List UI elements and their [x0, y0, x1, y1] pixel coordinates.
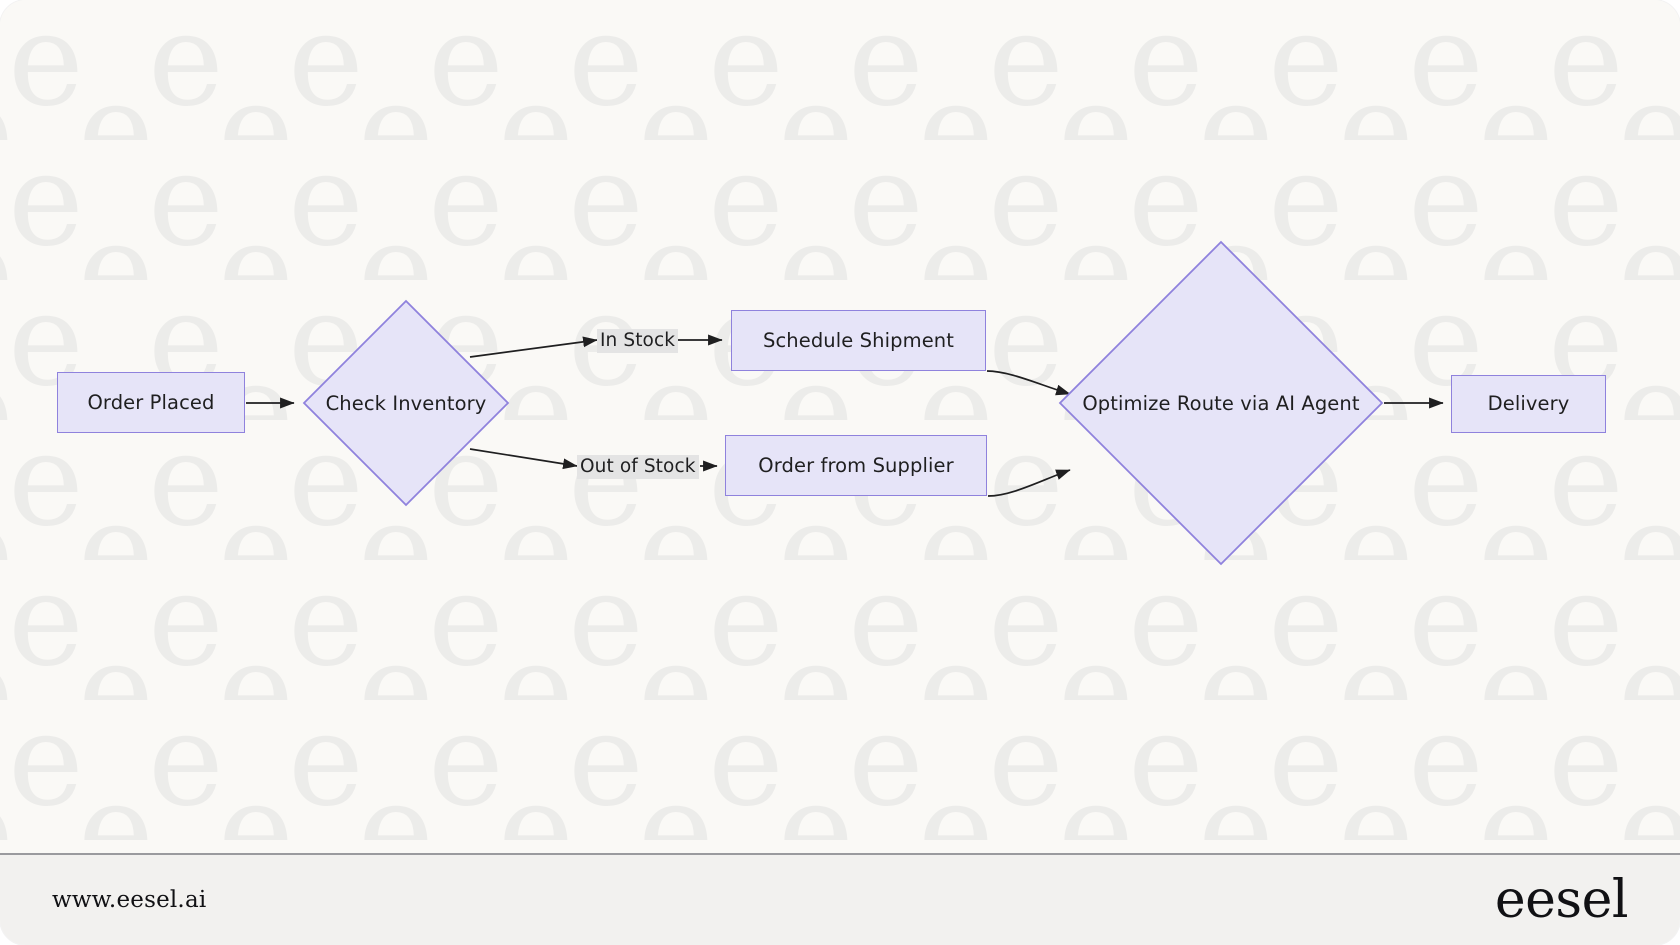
node-delivery-label: Delivery — [1487, 392, 1570, 416]
edge-label-out-of-stock[interactable]: Out of Stock — [577, 455, 699, 479]
edge-order-from-supplier-to-optimize — [987, 469, 1071, 497]
node-order-placed-label: Order Placed — [87, 390, 215, 414]
footer-bar: www.eesel.ai eesel — [0, 853, 1680, 945]
node-schedule-shipment[interactable]: Schedule Shipment — [731, 310, 986, 371]
diagram-canvas[interactable]: e e e — [0, 0, 1680, 853]
optimize-route-diamond-shape — [1058, 240, 1384, 566]
node-schedule-shipment-label: Schedule Shipment — [762, 328, 955, 352]
node-optimize-route-label: Optimize Route via AI Agent — [1082, 391, 1360, 415]
node-delivery[interactable]: Delivery — [1451, 375, 1606, 433]
node-check-inventory[interactable]: Check Inventory — [302, 299, 510, 507]
edge-layer — [246, 334, 1444, 497]
footer-website-url[interactable]: www.eesel.ai — [52, 887, 207, 913]
node-check-inventory-label: Check Inventory — [325, 391, 487, 415]
node-order-from-supplier-label: Order from Supplier — [758, 453, 954, 477]
check-inventory-diamond-shape — [302, 299, 510, 507]
node-optimize-route-via-ai-agent[interactable]: Optimize Route via AI Agent — [1058, 240, 1384, 566]
edge-schedule-shipment-to-optimize — [986, 370, 1071, 396]
node-order-placed[interactable]: Order Placed — [57, 372, 245, 433]
edge-label-in-stock[interactable]: In Stock — [597, 329, 679, 353]
edge-check-inventory-to-in-stock — [469, 336, 598, 358]
eesel-logo: eesel — [1494, 870, 1629, 930]
node-order-from-supplier[interactable]: Order from Supplier — [725, 435, 987, 496]
edge-check-inventory-to-out-of-stock — [469, 448, 578, 470]
